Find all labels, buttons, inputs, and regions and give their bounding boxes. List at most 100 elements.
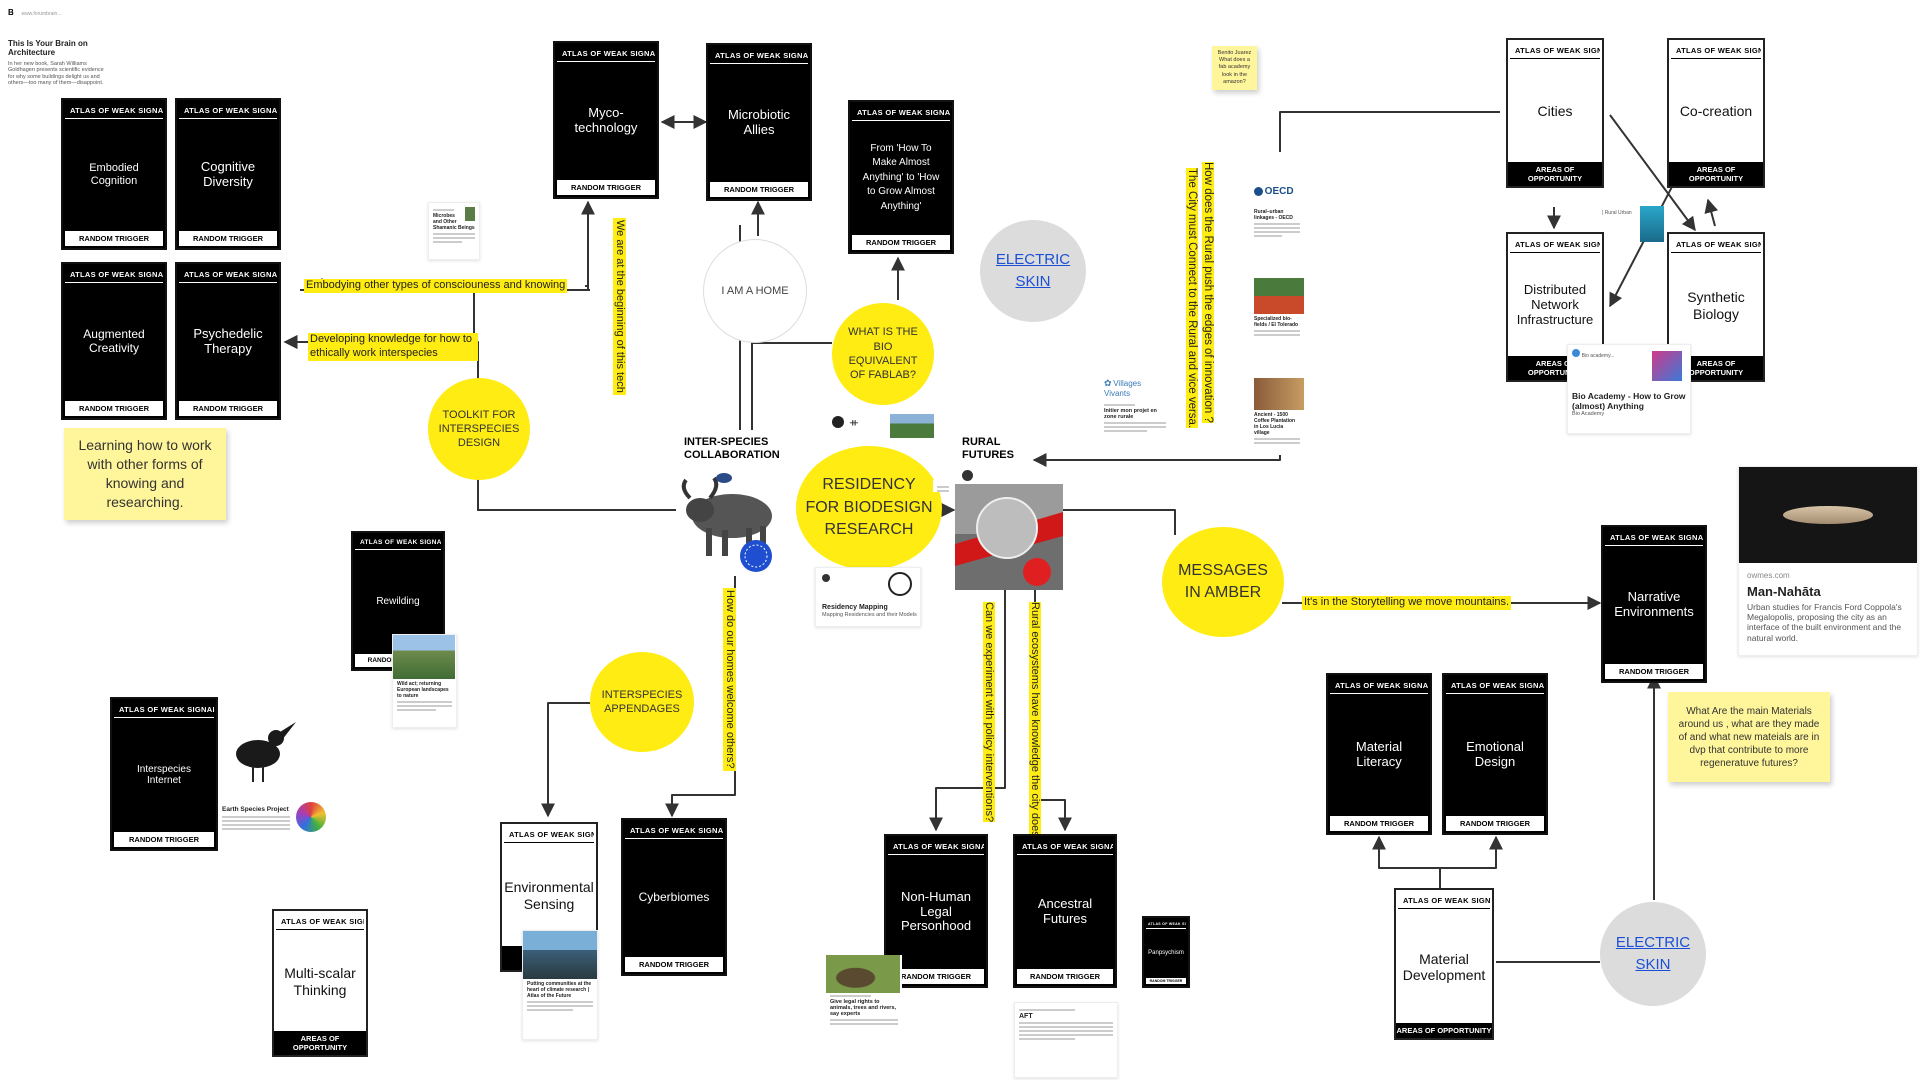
card-title: Narrative Environments (1614, 589, 1694, 619)
card-footer: RANDOM TRIGGER (852, 235, 950, 250)
bio-fablab-circle[interactable]: WHAT IS THE BIO EQUIVALENT OF FABLAB? (832, 303, 934, 405)
rural-urban-thumbnail (1640, 206, 1664, 242)
logo-b: B (8, 8, 14, 17)
card-header: ATLAS OF WEAK SIGNALS (179, 102, 277, 119)
card-footer: RANDOM TRIGGER (888, 969, 984, 984)
card-title: Non-Human Legal Personhood (900, 888, 972, 934)
card-small[interactable]: ATLAS OF WEAK SIGNALS Panpsychism RANDOM… (1142, 916, 1190, 988)
card-title: Augmented Creativity (83, 327, 145, 355)
card-synthetic-biology[interactable]: ATLAS OF WEAK SIGNALS Synthetic Biology … (1667, 232, 1765, 382)
oecd-snippet[interactable]: OECD Rural–urban linkages - OECD (1250, 182, 1304, 264)
climate-snippet[interactable]: Putting communities at the heart of clim… (522, 930, 598, 1040)
circle-label: WHAT IS THE BIO EQUIVALENT OF FABLAB? (848, 326, 918, 382)
rewild-snippet[interactable]: Wild act; returning European landscapes … (392, 634, 457, 728)
card-footer: RANDOM TRIGGER (114, 832, 214, 847)
card-header: ATLAS OF WEAK SIGNALS (1671, 236, 1761, 253)
card-footer: RANDOM TRIGGER (1017, 969, 1113, 984)
man-nahata-snippet[interactable]: owmes.com Man-Nahāta Urban studies for F… (1738, 466, 1918, 656)
villages-vivants-snippet[interactable]: ✿ Villages Vivants Initier mon projet en… (1100, 374, 1170, 448)
circle-link: ELECTRIC SKIN (1615, 933, 1691, 974)
ancient-coffee-snippet[interactable]: Ancient - 1500 Coffee Plantation in Los … (1250, 374, 1304, 454)
sticky-learning[interactable]: Learning how to work with other forms of… (64, 428, 226, 520)
i-am-a-home-circle[interactable]: I AM A HOME (703, 239, 807, 343)
earth-species-snippet[interactable]: Earth Species Project (218, 710, 330, 855)
card-header: ATLAS OF WEAK SIGNALS (1330, 677, 1428, 694)
card-header: ATLAS OF WEAK SIGNALS (355, 535, 441, 550)
card-fablab[interactable]: ATLAS OF WEAK SIGNALS From 'How To Make … (848, 100, 954, 254)
card-narrative-environments[interactable]: ATLAS OF WEAK SIGNALS Narrative Environm… (1601, 525, 1707, 683)
card-ancestral-futures[interactable]: ATLAS OF WEAK SIGNALS Ancestral Futures … (1013, 834, 1117, 988)
card-footer: AREAS OF OPPORTUNITY (1396, 1023, 1492, 1038)
card-title: Cities (1537, 103, 1573, 120)
annotation-homes-welcome: How do our homes welcome others? (723, 588, 737, 771)
card-emotional-design[interactable]: ATLAS OF WEAK SIGNALS Emotional Design R… (1442, 673, 1548, 835)
snippet-title: Wild act; returning European landscapes … (397, 681, 449, 699)
card-header: ATLAS OF WEAK SIGNALS (1398, 892, 1490, 909)
card-header: ATLAS OF WEAK SIGNALS (710, 47, 808, 64)
card-cyberbiomes[interactable]: ATLAS OF WEAK SIGNALS Cyberbiomes RANDOM… (621, 818, 727, 976)
sticky-benito[interactable]: Benito Juarez What does a fab academy lo… (1212, 46, 1257, 90)
card-interspecies-internet[interactable]: ATLAS OF WEAK SIGNALS Interspecies Inter… (110, 697, 218, 851)
toolkit-circle[interactable]: TOOLKIT FOR INTERSPECIES DESIGN (428, 378, 530, 480)
card-microbiotic-allies[interactable]: ATLAS OF WEAK SIGNALS Microbiotic Allies… (706, 43, 812, 201)
circle-label: I AM A HOME (721, 285, 789, 297)
card-multi-scalar[interactable]: ATLAS OF WEAK SIGNALS Multi-scalar Think… (272, 909, 368, 1057)
brain-architecture-snippet[interactable]: B www.forumbrain... This Is Your Brain o… (4, 4, 110, 96)
annotation-rural-ecosystems-text: Rural ecosystems have knowledge the city… (1029, 602, 1042, 856)
residency-circle[interactable]: RESIDENCY FOR BIODESIGN RESEARCH (796, 446, 942, 570)
card-footer: AREAS OF OPPORTUNITY (274, 1031, 366, 1055)
card-material-literacy[interactable]: ATLAS OF WEAK SIGNALS Material Literacy … (1326, 673, 1432, 835)
residency-mapping-snippet[interactable]: Residency Mapping Mapping Residencies an… (815, 567, 921, 627)
snippet-body: Urban studies for Francis Ford Coppola's… (1747, 602, 1902, 643)
snippet-title: Bio Academy - How to Grow (almost) Anyth… (1572, 391, 1686, 412)
card-header: ATLAS OF WEAK SIGNALS (1446, 677, 1544, 694)
residency-thumbnails: ᚑ (828, 412, 938, 460)
card-psychedelic-therapy[interactable]: ATLAS OF WEAK SIGNALS Psychedelic Therap… (175, 262, 281, 420)
coffee-thumbnail (1254, 378, 1304, 410)
rural-futures-label: RURAL FUTURES (962, 436, 1014, 461)
villages-logo-icon: ✿ (1104, 378, 1112, 388)
snippet-title: Specialized bio-fields / El Tolerado (1254, 316, 1299, 328)
card-material-development[interactable]: ATLAS OF WEAK SIGNALS Material Developme… (1394, 888, 1494, 1040)
snippet-title: AFT (1019, 1013, 1033, 1020)
snippet-thumbnail (465, 207, 475, 221)
legal-rights-snippet[interactable]: Give legal rights to animals, trees and … (826, 955, 902, 1039)
card-cognitive-diversity[interactable]: ATLAS OF WEAK SIGNALS Cognitive Diversit… (175, 98, 281, 250)
bio-academy-snippet[interactable]: Bio academy... Bio Academy - How to Grow… (1567, 344, 1691, 434)
card-title: Microbiotic Allies (727, 107, 791, 137)
card-title: Myco-technology (574, 105, 638, 135)
annotation-city-rural-line2: How does the Rural push the edges of inn… (1201, 162, 1214, 423)
snippet-body: In her new book, Sarah Williams Goldhage… (8, 61, 104, 86)
messages-in-amber-circle[interactable]: MESSAGES IN AMBER (1162, 527, 1284, 637)
snippet-title: Rural–urban linkages - OECD (1254, 209, 1293, 221)
card-title: Psychedelic Therapy (193, 326, 263, 356)
fossil-image (1739, 467, 1917, 563)
card-embodied-cognition[interactable]: ATLAS OF WEAK SIGNALS Embodied Cognition… (61, 98, 167, 250)
aft-snippet[interactable]: AFT (1014, 1002, 1118, 1078)
card-title: Distributed Network Infrastructure (1516, 282, 1594, 327)
annotation-beginning-tech: We are at the beginning of this tech (613, 218, 627, 395)
snippet-title: Residency Mapping (822, 604, 888, 611)
rural-globe-image (955, 484, 1063, 590)
card-title: Rewilding (376, 596, 420, 608)
card-myco-technology[interactable]: ATLAS OF WEAK SIGNALS Myco-technology RA… (553, 41, 659, 199)
circle-label: INTERSPECIES APPENDAGES (601, 688, 683, 715)
microbes-snippet[interactable]: Microbes and Other Shamanic Beings (428, 202, 480, 260)
sticky-materials[interactable]: What Are the main Materials around us , … (1668, 692, 1830, 782)
card-augmented-creativity[interactable]: ATLAS OF WEAK SIGNALS Augmented Creativi… (61, 262, 167, 420)
circle-link: ELECTRIC SKIN (995, 250, 1071, 291)
snippet-title: Earth Species Project (222, 806, 289, 813)
card-cities[interactable]: ATLAS OF WEAK SIGNALS Cities AREAS OF OP… (1506, 38, 1604, 188)
card-footer: AREAS OF OPPORTUNITY (1669, 162, 1763, 186)
card-header: ATLAS OF WEAK SIGNALS (557, 45, 655, 62)
card-header: ATLAS OF WEAK SIGNALS (504, 826, 594, 843)
specialized-snippet[interactable]: Specialized bio-fields / El Tolerado (1250, 274, 1304, 358)
electric-skin-bubble[interactable]: ELECTRIC SKIN (980, 220, 1086, 322)
card-footer: RANDOM TRIGGER (557, 180, 655, 195)
card-co-creation[interactable]: ATLAS OF WEAK SIGNALS Co-creation AREAS … (1667, 38, 1765, 188)
snippet-sub: Mapping Residencies and their Models (822, 612, 917, 618)
snippet-site: Bio academy... (1581, 353, 1615, 359)
electric-skin-bubble-2[interactable]: ELECTRIC SKIN (1600, 902, 1706, 1006)
card-title: Material Literacy (1355, 739, 1403, 769)
interspecies-appendages-circle[interactable]: INTERSPECIES APPENDAGES (590, 652, 694, 752)
